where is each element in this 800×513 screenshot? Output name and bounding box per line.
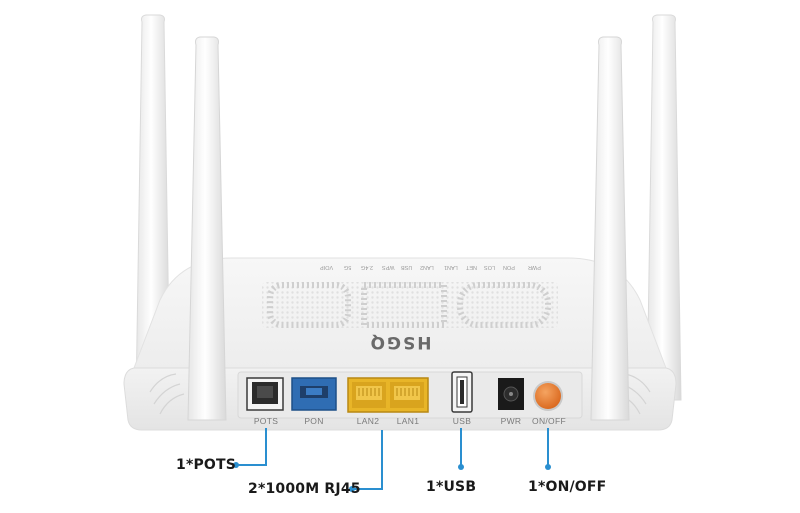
- led-label: PON: [503, 264, 515, 270]
- lan2-port-label: LAN2: [356, 416, 380, 426]
- callout-usb: 1*USB: [426, 479, 477, 495]
- callout-dots: [233, 462, 551, 492]
- led-label: LOS: [484, 264, 496, 270]
- led-label: NET: [466, 264, 477, 270]
- led-label: LAN1: [444, 264, 458, 270]
- power-port: [498, 378, 524, 410]
- pon-port-label: PON: [304, 416, 324, 426]
- brand-logo: HSGQ: [368, 332, 432, 352]
- callout-onoff: 1*ON/OFF: [528, 479, 607, 495]
- antenna-back-right: [646, 14, 682, 401]
- lan-ports: [347, 377, 429, 413]
- lan1-port-label: LAN1: [396, 416, 420, 426]
- led-label: PWR: [528, 264, 541, 270]
- callout-pots: 1*POTS: [176, 457, 237, 473]
- callout-lines: [236, 428, 549, 490]
- led-label: 2.4G: [361, 264, 373, 270]
- led-label: 5G: [344, 264, 352, 270]
- led-label: VOIP: [320, 264, 334, 270]
- pwr-port-label: PWR: [500, 416, 522, 426]
- onu-logo: [262, 282, 558, 328]
- led-label: USB: [401, 264, 413, 270]
- led-label: LAN2: [420, 264, 434, 270]
- antenna-front-left: [187, 36, 227, 421]
- pon-port: [291, 377, 337, 411]
- onoff-button: [533, 381, 563, 411]
- usb-port: [451, 371, 473, 413]
- pots-port: [246, 377, 284, 411]
- onoff-port-label: ON/OFF: [532, 416, 566, 426]
- antenna-front-right: [590, 36, 630, 421]
- pots-port-label: POTS: [253, 416, 279, 426]
- led-label: WPS: [382, 264, 395, 270]
- usb-port-label: USB: [452, 416, 472, 426]
- callout-rj45: 2*1000M RJ45: [248, 481, 361, 497]
